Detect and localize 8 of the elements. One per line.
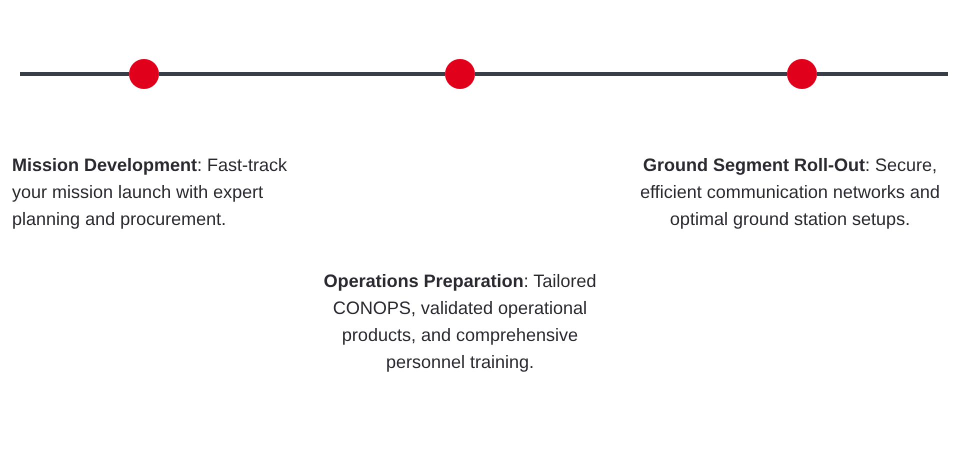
timeline-line [159, 72, 445, 76]
milestone-description: Operations Preparation: Tailored CONOPS, validated operational products, and comprehensive personnel training. [322, 270, 598, 374]
timeline-dot [787, 59, 817, 89]
timeline-dot [445, 59, 475, 89]
timeline-dot [129, 59, 159, 89]
milestone-description: Mission Development: Fast-track your mission launch with expert planning and procurement. [12, 154, 288, 231]
milestone-description: Ground Segment Roll-Out: Secure, efficient communication networks and optimal ground station setups. [640, 154, 940, 231]
timeline-line [475, 72, 787, 76]
